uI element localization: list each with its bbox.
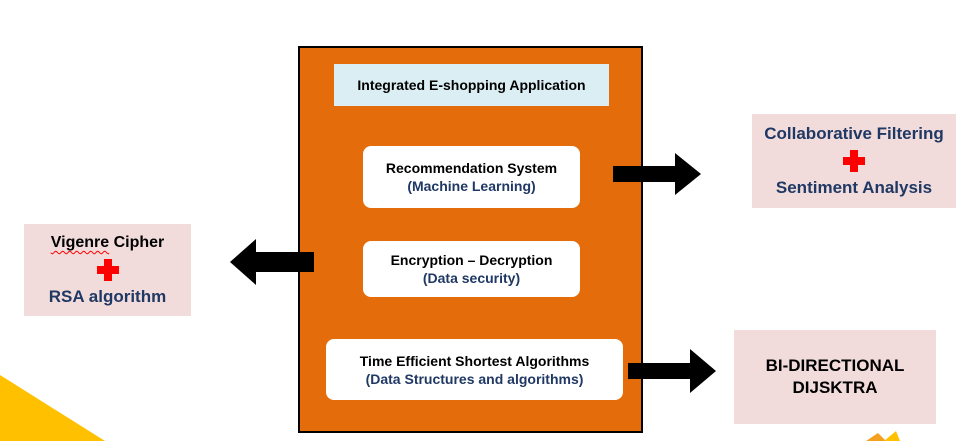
module-shortest-subtitle: (Data Structures and algorithms): [365, 370, 584, 387]
orange-corner-shape: [866, 433, 886, 441]
rsa-algorithm-label: RSA algorithm: [48, 287, 167, 306]
vigenere-cipher-label: Vigenre Cipher: [51, 232, 165, 254]
arrow-right-shortest-path: [628, 349, 716, 393]
bidirectional-label: BI-DIRECTIONAL: [765, 356, 905, 375]
plus-icon: [96, 259, 119, 281]
output-encryption-box: Vigenre Cipher RSA algorithm: [24, 224, 191, 316]
module-recommendation-subtitle: (Machine Learning): [407, 178, 536, 194]
module-shortest-name: Time Efficient Shortest Algorithms: [359, 352, 590, 369]
output-shortest-path-box: BI-DIRECTIONAL DIJSKTRA: [734, 330, 936, 424]
module-encryption-subtitle: (Data security): [422, 270, 521, 286]
module-encryption-decryption: Encryption – Decryption (Data security): [363, 241, 580, 297]
module-recommendation-name: Recommendation System: [385, 160, 558, 176]
plus-icon: [843, 150, 865, 172]
yellow-corner-shape-small: [884, 431, 900, 441]
module-shortest-algorithms: Time Efficient Shortest Algorithms (Data…: [326, 339, 623, 400]
cipher-word: Cipher: [109, 234, 165, 251]
module-recommendation-system: Recommendation System (Machine Learning): [363, 146, 580, 208]
application-title: Integrated E-shopping Application: [357, 77, 586, 93]
dijkstra-label: DIJSKTRA: [792, 378, 878, 397]
arrow-left-encryption: [230, 239, 314, 285]
application-title-box: Integrated E-shopping Application: [334, 64, 609, 106]
yellow-corner-shape: [0, 375, 105, 441]
module-encryption-name: Encryption – Decryption: [390, 252, 553, 268]
collaborative-filtering-label: Collaborative Filtering: [764, 124, 944, 143]
vigenere-word: Vigenre: [50, 234, 110, 251]
sentiment-analysis-label: Sentiment Analysis: [775, 178, 933, 197]
output-recommendation-box: Collaborative Filtering Sentiment Analys…: [752, 114, 956, 208]
arrow-right-recommendation: [613, 153, 701, 195]
